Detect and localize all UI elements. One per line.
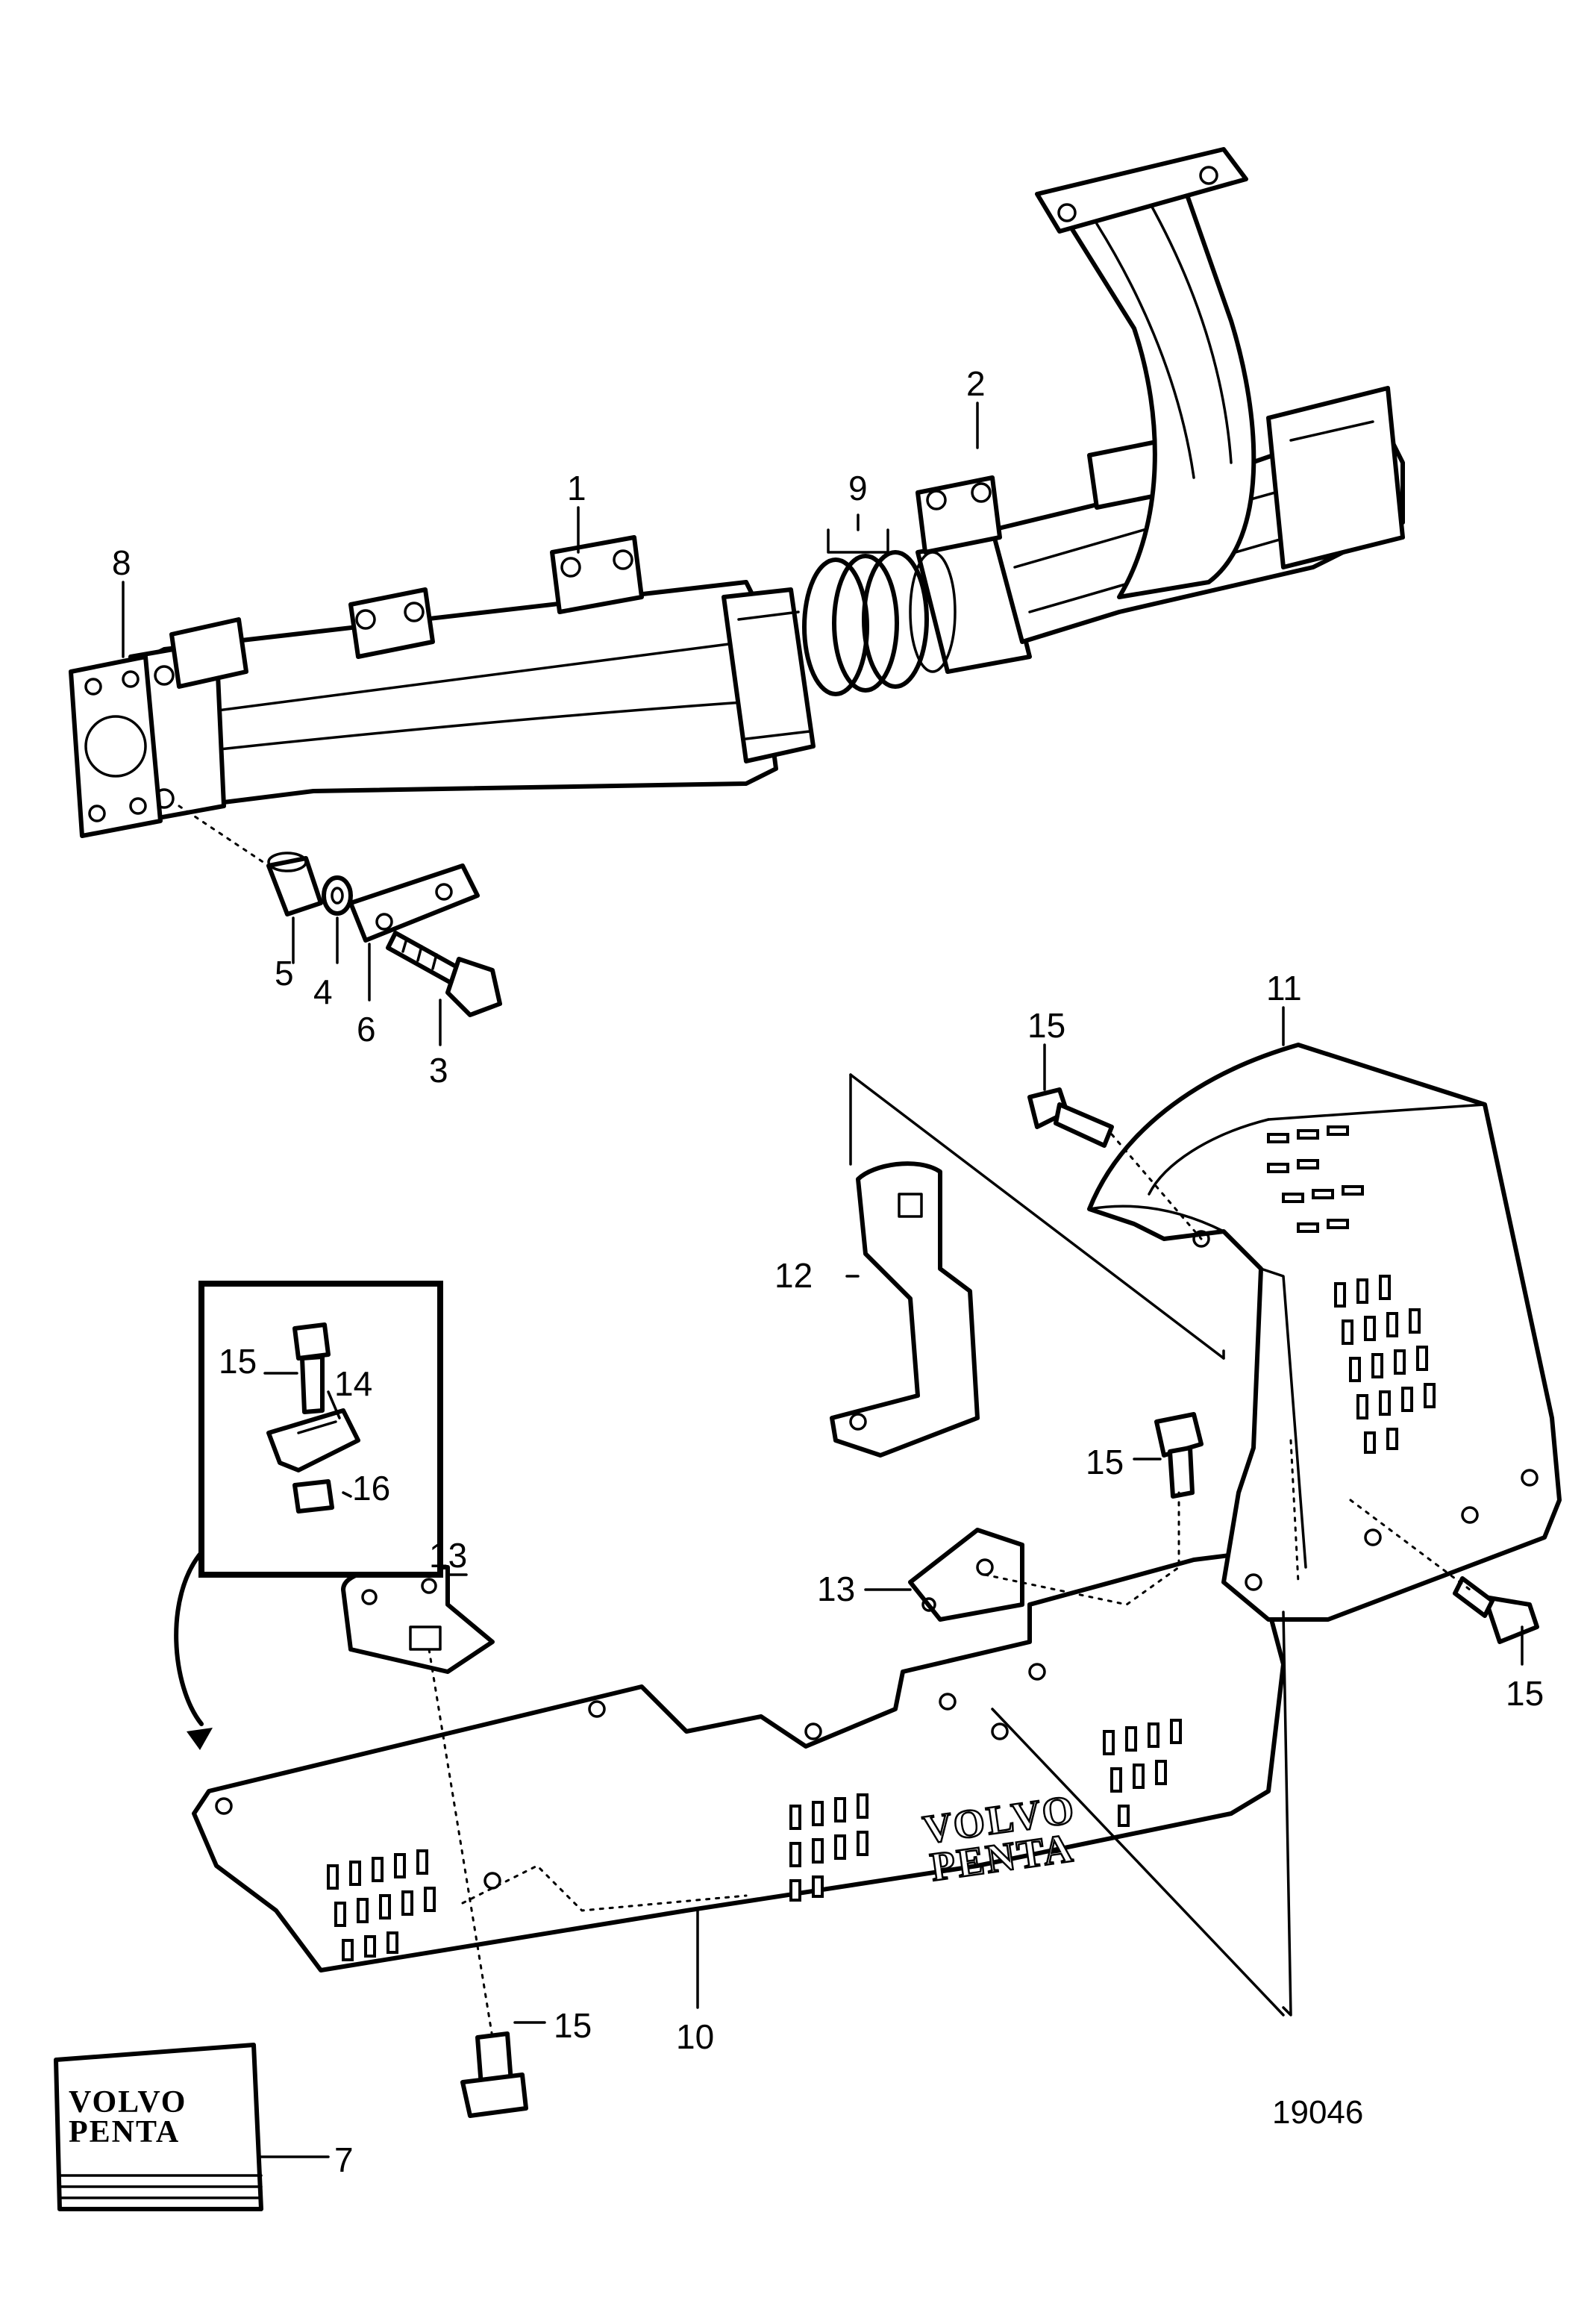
callout-16: 16 bbox=[352, 1469, 390, 1508]
callout-15-bottom: 15 bbox=[554, 2006, 592, 2045]
piston-rings bbox=[802, 550, 929, 696]
assembly-dotted-lines bbox=[428, 1073, 1471, 2039]
flange-bolt-right bbox=[1453, 1576, 1539, 1644]
callout-3: 3 bbox=[429, 1051, 448, 1090]
booklet-brand-line1: VOLVO bbox=[69, 2085, 187, 2120]
vent-slots-right bbox=[1103, 1719, 1182, 1827]
callout-7: 7 bbox=[334, 2140, 354, 2179]
callout-14: 14 bbox=[334, 1364, 372, 1403]
exhaust-gasket-left bbox=[69, 655, 163, 838]
callout-11: 11 bbox=[1266, 969, 1302, 1008]
flange-bolt-center bbox=[1154, 1412, 1204, 1499]
diagram-number: 19046 bbox=[1272, 2094, 1363, 2131]
detail-arrow bbox=[174, 1550, 204, 1726]
callout-15-top: 15 bbox=[1027, 1006, 1065, 1045]
detail-arrow-head bbox=[187, 1728, 213, 1750]
heat-shield-upper bbox=[1087, 1043, 1562, 1622]
angle-bracket-right bbox=[908, 1528, 1024, 1622]
instruction-booklet bbox=[54, 2043, 263, 2211]
mounting-plate bbox=[348, 863, 480, 943]
vent-slots-left bbox=[327, 1849, 436, 1961]
washer bbox=[322, 875, 353, 916]
callout-13-right: 13 bbox=[817, 1569, 855, 1608]
flange-bolt-top bbox=[1027, 1087, 1114, 1148]
callout-leaders bbox=[122, 402, 1524, 2158]
spacer-sleeve bbox=[266, 852, 323, 916]
booklet-brand-line2: PENTA bbox=[69, 2115, 180, 2149]
support-bracket bbox=[830, 1161, 980, 1458]
callout-10: 10 bbox=[676, 2017, 714, 2056]
vent-slots-side bbox=[1334, 1275, 1436, 1454]
callout-12: 12 bbox=[774, 1256, 813, 1295]
callout-15-inset: 15 bbox=[219, 1342, 257, 1381]
flange-bolt-bottom bbox=[460, 2031, 528, 2118]
callout-4: 4 bbox=[313, 972, 333, 1011]
callout-8: 8 bbox=[112, 543, 131, 582]
exhaust-manifold-rear bbox=[909, 147, 1405, 674]
callout-1: 1 bbox=[567, 469, 586, 507]
callout-5: 5 bbox=[275, 954, 294, 993]
detail-inset bbox=[198, 1281, 443, 1578]
callout-15-center: 15 bbox=[1086, 1443, 1124, 1481]
callout-9: 9 bbox=[848, 469, 868, 507]
callout-6: 6 bbox=[357, 1010, 376, 1049]
exhaust-manifold-front bbox=[128, 535, 816, 823]
angle-bracket-left bbox=[341, 1565, 495, 1674]
callout-13-left: 13 bbox=[429, 1536, 467, 1575]
callout-15-right: 15 bbox=[1506, 1674, 1544, 1713]
callout-2: 2 bbox=[966, 364, 986, 403]
vent-slots-upper bbox=[1267, 1125, 1364, 1233]
assembly-line-bolt bbox=[178, 805, 270, 867]
vent-slots-middle bbox=[789, 1793, 868, 1902]
hex-bolt bbox=[386, 931, 502, 1017]
